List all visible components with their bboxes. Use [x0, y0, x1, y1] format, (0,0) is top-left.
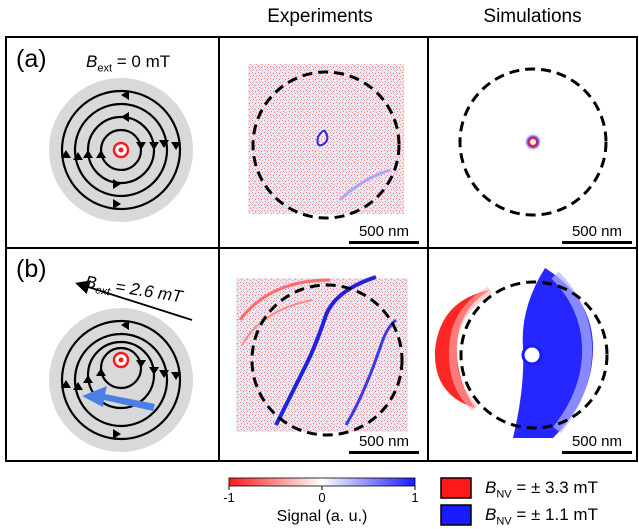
grid-lines	[5, 36, 638, 462]
colorbar-label: Signal (a. u.)	[276, 508, 368, 525]
column-header-experiments: Experiments	[267, 6, 373, 27]
legend-swatch-red	[440, 477, 472, 499]
simulation-a	[458, 67, 608, 217]
scale-bar-simulation-b: 500 nm	[562, 433, 632, 454]
colorbar-tick-max: 1	[411, 490, 419, 505]
colorbar-tick-min: -1	[223, 490, 235, 505]
magnetization-arrow-icon	[82, 386, 155, 411]
colorbar	[228, 477, 416, 490]
colorbar-tick-mid: 0	[318, 490, 326, 505]
scale-bar-experiment-a: 500 nm	[349, 223, 419, 244]
disk	[49, 308, 193, 452]
schematic-b	[49, 280, 193, 452]
column-header-simulations: Simulations	[483, 6, 582, 27]
scale-bar-experiment-b: 500 nm	[349, 433, 419, 454]
panel-label-a: (a)	[16, 45, 47, 73]
experiment-b	[236, 275, 408, 437]
legend-item-red: BNV = ± 3.3 mT	[485, 478, 598, 501]
schematic-a	[49, 78, 193, 222]
panel-label-b: (b)	[16, 255, 47, 283]
simulation-b	[434, 268, 609, 438]
legend-swatch-blue	[440, 504, 472, 526]
experiment-a	[248, 64, 404, 220]
field-arrow-icon	[75, 280, 193, 321]
scale-bar-simulation-a: 500 nm	[562, 223, 632, 244]
legend-item-blue: BNV = ± 1.1 mT	[485, 505, 598, 528]
bext-label-a: Bext = 0 mT	[86, 52, 171, 75]
